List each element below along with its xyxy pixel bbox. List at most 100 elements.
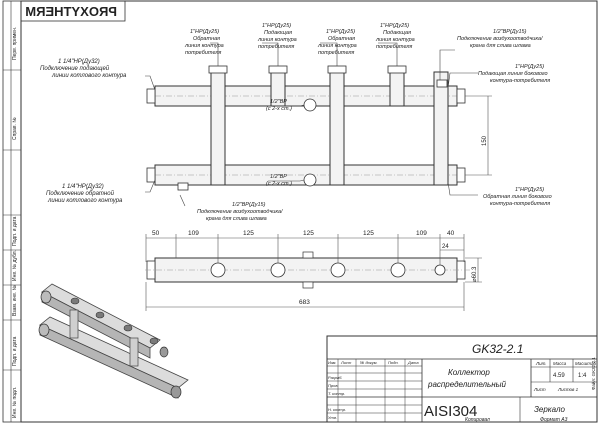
svg-text:Лист: Лист <box>533 387 546 392</box>
svg-text:Подключение воздухоотводчика/: Подключение воздухоотводчика/ <box>457 36 543 42</box>
stamp-cell-3: Подп. и дата <box>12 216 18 246</box>
svg-text:линия контура: линия контура <box>317 43 357 49</box>
front-port-small <box>434 264 446 276</box>
material: AISI304 <box>424 403 477 420</box>
svg-text:потребителя: потребителя <box>258 44 294 50</box>
svg-text:Разраб.: Разраб. <box>328 375 342 380</box>
dim-d5: 125 <box>363 230 374 237</box>
riser-4 <box>389 71 405 107</box>
svg-text:потребителя: потребителя <box>318 50 354 56</box>
file-label: Файл: GK32-2.1 <box>590 357 596 390</box>
svg-text:Подп.: Подп. <box>388 360 399 365</box>
port-lower <box>303 173 317 187</box>
air-vent-port <box>436 79 448 88</box>
thread-lower-right <box>456 167 466 183</box>
svg-text:Утв.: Утв. <box>328 415 337 420</box>
svg-text:1/2"ВР(Ду15): 1/2"ВР(Ду15) <box>493 29 527 35</box>
svg-text:Лист: Лист <box>340 360 352 365</box>
dim-vertical: 150 <box>482 135 488 146</box>
drawing-name-line2: распределительный <box>427 380 507 389</box>
dim-d7: 40 <box>447 230 455 237</box>
mirror-note: Зеркало <box>534 405 565 414</box>
callout-bottom-mid: 1/2"ВР(Ду15) Подключение воздухоотводчик… <box>197 202 283 222</box>
svg-text:Пров.: Пров. <box>328 383 339 388</box>
copied-label: Копировал <box>465 417 490 423</box>
callout-top-2: 1"НР(Ду25) Подающая линия контура потреб… <box>257 23 297 50</box>
svg-text:1"НР(Ду25): 1"НР(Ду25) <box>190 29 219 35</box>
callout-center-lower: 1/2"ВР (с 2-х ст.) <box>266 174 292 187</box>
dim-d6: 109 <box>416 230 427 237</box>
stamp-cell-2: Справ. № <box>12 117 18 140</box>
collector-front-view: 50 109 125 125 125 109 40 24 ⌀60.3 683 <box>145 230 482 311</box>
dim-d1: 50 <box>152 230 160 237</box>
svg-text:Подающая: Подающая <box>383 30 411 36</box>
stamp-cell-6: Подп. и дата <box>12 336 18 366</box>
riser-3 <box>329 71 345 186</box>
callouts: 1 1/4"НР(Ду32) Подключение подающей лини… <box>40 23 552 222</box>
scale-value: 1:4 <box>578 373 587 379</box>
format-label: Формат А3 <box>540 417 568 423</box>
svg-text:Подающая линия бокового: Подающая линия бокового <box>478 71 548 77</box>
mass-value: 4.59 <box>553 373 565 379</box>
svg-text:1/2"ВР(Ду15): 1/2"ВР(Ду15) <box>232 202 266 208</box>
svg-text:Т. контр.: Т. контр. <box>328 391 345 396</box>
svg-text:Лит.: Лит. <box>535 361 547 366</box>
drawing-name-line1: Коллектор <box>448 368 490 377</box>
callout-top-1: 1"НР(Ду25) Обратная линия контура потреб… <box>184 29 224 56</box>
svg-text:Подключение подающей: Подключение подающей <box>40 65 110 72</box>
dim-d4: 125 <box>303 230 314 237</box>
svg-text:крана для слива шлама: крана для слива шлама <box>470 43 531 49</box>
callout-top-4: 1"НР(Ду25) Подающая линия контура потреб… <box>375 23 415 50</box>
callout-bottom-left: 1 1/4"НР(Ду32) Подключение обратной лини… <box>46 184 123 204</box>
svg-text:Обратная: Обратная <box>328 36 355 42</box>
svg-text:Изм.: Изм. <box>328 360 337 365</box>
svg-text:потребителя: потребителя <box>376 44 412 50</box>
front-port-3 <box>330 262 346 278</box>
svg-text:1/2"ВР: 1/2"ВР <box>270 174 287 180</box>
callout-center-upper: 1/2"ВР (с 2-х ст.) <box>266 99 292 112</box>
callout-top-3: 1"НР(Ду25) Обратная линия контура потреб… <box>317 29 357 56</box>
svg-text:Обратная: Обратная <box>193 36 220 42</box>
riser-right <box>433 71 449 186</box>
svg-text:Обратная линия бокового: Обратная линия бокового <box>483 194 552 200</box>
svg-text:1/2"ВР: 1/2"ВР <box>270 99 287 105</box>
front-port-2 <box>270 262 286 278</box>
left-stamp: Перв. примен. Справ. № Подп. и дата Инв.… <box>2 0 22 423</box>
svg-text:Подключение обратной: Подключение обратной <box>46 190 115 197</box>
svg-text:линия контура: линия контура <box>184 43 224 49</box>
thread-upper-right <box>456 88 466 104</box>
svg-text:№ докум.: № докум. <box>360 360 378 365</box>
svg-text:потребителя: потребителя <box>185 50 221 56</box>
dim-d3: 125 <box>243 230 254 237</box>
svg-text:линия контура: линия контура <box>257 37 297 43</box>
svg-text:Листов 1: Листов 1 <box>557 387 579 392</box>
svg-text:1 1/4"НР(Ду32): 1 1/4"НР(Ду32) <box>62 184 104 190</box>
collector-top-view: 150 <box>146 65 492 191</box>
svg-text:1"НР(Ду25): 1"НР(Ду25) <box>326 29 355 35</box>
svg-text:1"НР(Ду25): 1"НР(Ду25) <box>262 23 291 29</box>
svg-text:(с 2-х ст.): (с 2-х ст.) <box>266 181 292 187</box>
stamp-cell-5: Взам. инв. № <box>12 285 18 316</box>
svg-text:1"НР(Ду25): 1"НР(Ду25) <box>515 187 544 193</box>
dim-total: 683 <box>299 299 310 306</box>
dim-d2: 109 <box>188 230 199 237</box>
callout-right-upper: 1"НР(Ду25) Подающая линия бокового конту… <box>478 64 550 84</box>
svg-text:Н. контр.: Н. контр. <box>328 407 346 412</box>
svg-text:Подключение воздухоотводчика/: Подключение воздухоотводчика/ <box>197 209 283 215</box>
svg-text:контура-потребителя: контура-потребителя <box>490 201 550 207</box>
svg-text:Подающая: Подающая <box>264 30 292 36</box>
svg-text:Масса: Масса <box>553 361 567 366</box>
callout-top-left: 1 1/4"НР(Ду32) Подключение подающей лини… <box>40 59 127 79</box>
svg-text:(с 2-х ст.): (с 2-х ст.) <box>266 106 292 112</box>
front-port-1 <box>210 262 226 278</box>
dim-diameter: ⌀60.3 <box>472 266 478 282</box>
port-upper <box>303 98 317 112</box>
svg-text:1 1/4"НР(Ду32): 1 1/4"НР(Ду32) <box>58 59 100 65</box>
drawing-code: GK32-2.1 <box>472 342 523 356</box>
svg-text:Дата: Дата <box>407 360 419 365</box>
callout-top-right: 1/2"ВР(Ду15) Подключение воздухоотводчик… <box>457 29 543 49</box>
stamp-cell-1: Перв. примен. <box>12 27 18 60</box>
leader-lines <box>145 42 478 207</box>
stamp-cell-4: Инв. № дубл. <box>12 250 18 281</box>
